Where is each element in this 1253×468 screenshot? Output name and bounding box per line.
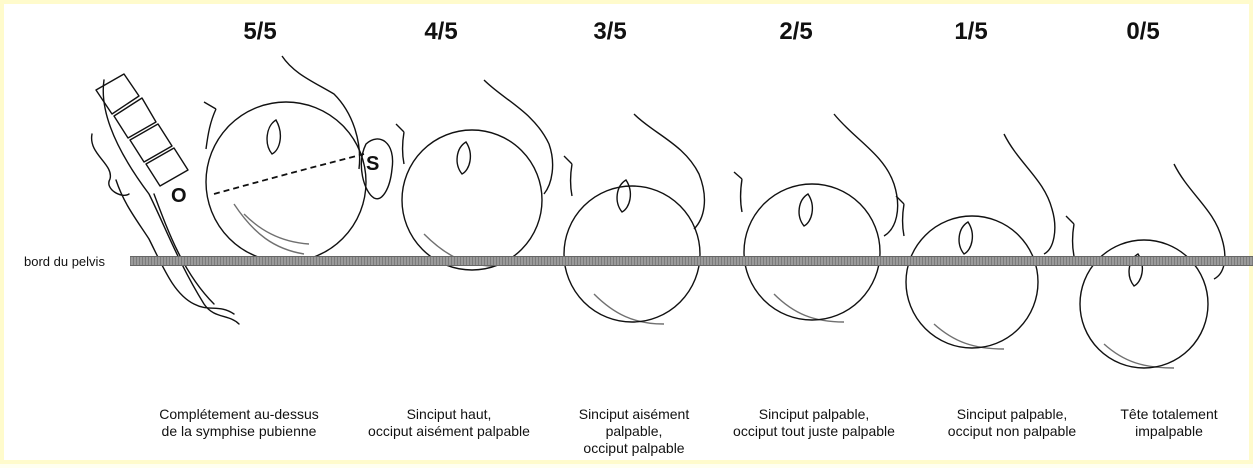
caption-line: Sinciput palpable, [709, 406, 919, 423]
sinciput-marker: S [366, 153, 379, 175]
pelvis-brim-line [130, 256, 1253, 266]
caption-line: occiput non palpable [922, 423, 1102, 440]
sacrum-illustration [92, 74, 239, 324]
pelvis-label: bord du pelvis [24, 254, 105, 269]
caption-line: occiput aisément palpable [349, 423, 549, 440]
caption-2-5: Sinciput palpable, occiput tout juste pa… [709, 406, 919, 440]
occiput-marker: O [171, 185, 187, 207]
fetal-head-2-5 [734, 114, 898, 322]
caption-5-5: Complétement au-dessus de la symphise pu… [139, 406, 339, 440]
caption-3-5: Sinciput aisément palpable, occiput palp… [549, 406, 719, 457]
caption-line: occiput tout juste palpable [709, 423, 919, 440]
caption-line: Sinciput aisément [549, 406, 719, 423]
caption-line: occiput palpable [549, 440, 719, 457]
fetal-head-1-5 [896, 134, 1055, 349]
caption-line: Sinciput palpable, [922, 406, 1102, 423]
fetal-head-5-5 [204, 56, 366, 262]
caption-line: Sinciput haut, [349, 406, 549, 423]
caption-line: palpable, [549, 423, 719, 440]
caption-line: Tête totalement [1099, 406, 1239, 423]
caption-1-5: Sinciput palpable, occiput non palpable [922, 406, 1102, 440]
caption-line: impalpable [1099, 423, 1239, 440]
fetal-head-3-5 [564, 114, 704, 324]
fetal-head-0-5 [1066, 164, 1225, 368]
fetal-head-drawings: O S [4, 4, 1253, 468]
caption-line: de la symphise pubienne [139, 423, 339, 440]
caption-4-5: Sinciput haut, occiput aisément palpable [349, 406, 549, 440]
fetal-head-4-5 [396, 80, 553, 270]
caption-line: Complétement au-dessus [139, 406, 339, 423]
caption-0-5: Tête totalement impalpable [1099, 406, 1239, 440]
